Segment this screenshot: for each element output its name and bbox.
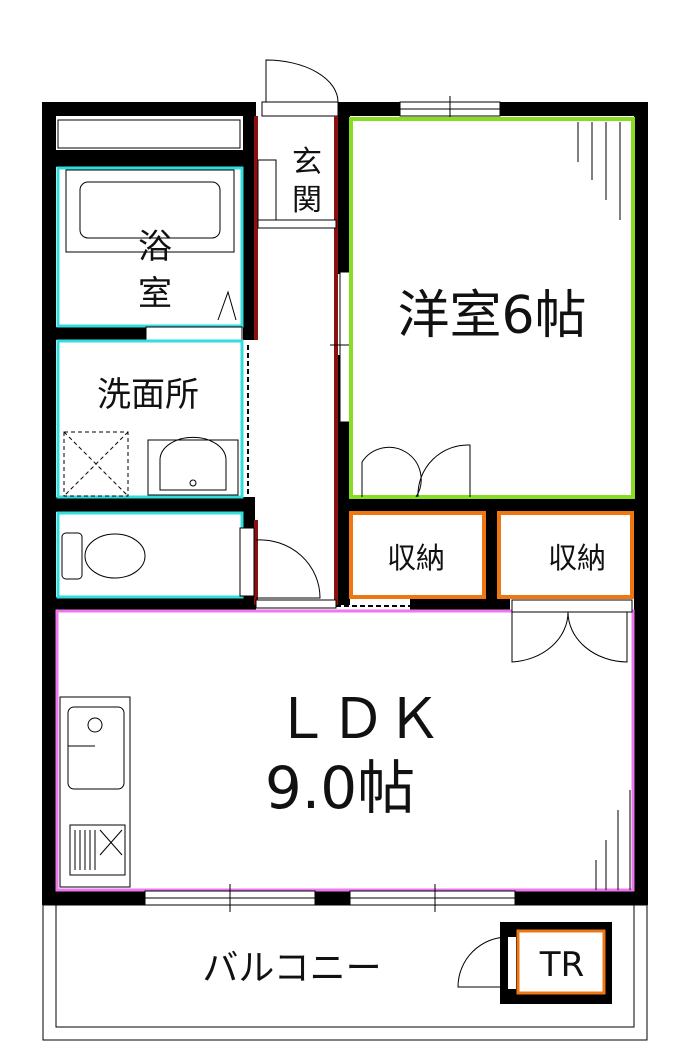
washbasin-icon <box>147 436 239 496</box>
bathroom <box>56 166 244 328</box>
balcony-label: バルコニー <box>202 948 381 989</box>
storage-1 <box>349 511 486 599</box>
entrance-label-1: 玄 <box>292 145 322 180</box>
ldk-closet-lines <box>595 790 631 890</box>
toilet-icon <box>61 532 146 580</box>
storage-door-2[interactable] <box>511 611 628 663</box>
closet-lines <box>577 122 621 220</box>
washing-machine-space-icon <box>63 431 129 497</box>
entrance-label-2: 関 <box>292 183 322 218</box>
western-room-label: 洋室6帖 <box>397 286 586 346</box>
ldk-label: ＬＤＫ <box>274 687 442 752</box>
washroom <box>56 339 244 499</box>
closet-top <box>57 119 241 149</box>
toilet-door[interactable] <box>255 539 321 599</box>
ldk-room <box>55 609 635 892</box>
sliding-door-western[interactable] <box>339 271 351 423</box>
storage-1-label: 収納 <box>387 541 445 575</box>
western-room <box>349 117 635 499</box>
bath-label-1: 浴 <box>138 227 172 267</box>
bathtub-icon <box>65 169 235 253</box>
entrance-door[interactable] <box>261 101 339 117</box>
washroom-label: 洗面所 <box>97 375 199 415</box>
walls <box>42 102 648 905</box>
stove-icon <box>69 824 126 876</box>
ldk-size-label: 9.0帖 <box>265 754 415 822</box>
trunk-room-door[interactable] <box>457 936 509 988</box>
trunk-room-label: TR <box>539 945 584 985</box>
storage-door-1[interactable] <box>361 444 471 498</box>
storage-2-label: 収納 <box>548 541 606 575</box>
balcony-windows[interactable] <box>144 884 516 912</box>
bath-label-2: 室 <box>138 274 172 314</box>
storage-2 <box>497 511 634 599</box>
